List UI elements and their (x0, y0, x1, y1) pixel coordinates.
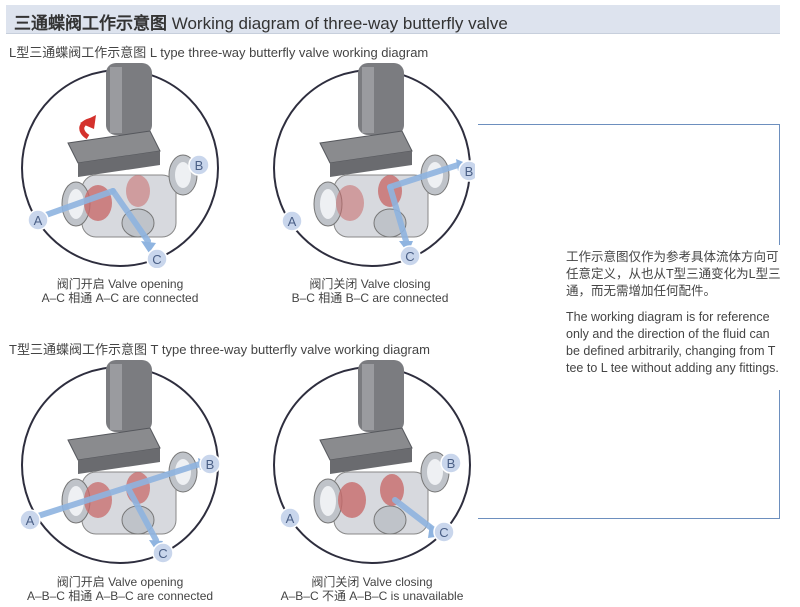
title-bar: 三通蝶阀工作示意图 Working diagram of three-way b… (6, 5, 780, 34)
caption-l-closed: 阀门关闭 Valve closing B–C 相通 B–C are connec… (270, 277, 470, 305)
port-b-label: B (195, 158, 204, 173)
port-c-marker (152, 542, 174, 564)
caption-line-1: 阀门开启 Valve opening (56, 575, 184, 589)
port-c-marker (433, 521, 455, 543)
port-c-label: C (152, 252, 161, 267)
port-a-label: A (26, 513, 35, 528)
valve-diagram-l-open: A B C (21, 63, 219, 268)
port-a-marker (19, 509, 41, 531)
caption-line-2: A–B–C 相通 A–B–C are connected (26, 589, 214, 603)
port-a-label: A (34, 213, 43, 228)
page-title: 三通蝶阀工作示意图 Working diagram of three-way b… (14, 9, 508, 34)
caption-t-closed: 阀门关闭 Valve closing A–B–C 不通 A–B–C is una… (262, 575, 482, 603)
port-b-marker (458, 160, 475, 182)
caption-l-open: 阀门开启 Valve opening A–C 相通 A–C are connec… (20, 277, 220, 305)
port-a-marker (279, 507, 301, 529)
valve-diagram-t-closed: A B C (273, 360, 471, 564)
caption-line-2: B–C 相通 B–C are connected (291, 291, 449, 305)
note-en: The working diagram is for reference onl… (566, 310, 779, 375)
port-b-label: B (206, 457, 215, 472)
title-en: Working diagram of three-way butterfly v… (171, 14, 508, 33)
port-b-marker (440, 452, 462, 474)
note-cn: 工作示意图仅作为参考具体流体方向可任意定义，从也从T型三通变化为L型三通，而无需… (566, 250, 781, 298)
port-b-marker (188, 154, 210, 176)
valve-diagram-l-closed: A B C (273, 63, 475, 267)
caption-line-2: A–C 相通 A–C are connected (41, 291, 199, 305)
port-b-label: B (465, 164, 474, 179)
port-a-label: A (288, 214, 297, 229)
port-a-marker (281, 210, 303, 232)
port-c-marker (399, 245, 421, 267)
port-a-marker (27, 209, 49, 231)
title-cn: 三通蝶阀工作示意图 (14, 14, 167, 33)
valve-diagram-t-open: A B C (19, 360, 221, 564)
port-b-marker (199, 453, 221, 475)
port-c-label: C (158, 546, 167, 561)
caption-line-2: A–B–C 不通 A–B–C is unavailable (280, 589, 464, 603)
caption-line-1: 阀门关闭 Valve closing (311, 575, 433, 589)
port-c-marker (146, 248, 168, 268)
port-c-label: C (439, 525, 448, 540)
caption-line-1: 阀门开启 Valve opening (56, 277, 184, 291)
caption-line-1: 阀门关闭 Valve closing (309, 277, 431, 291)
port-c-label: C (405, 249, 414, 264)
side-note: 工作示意图仅作为参考具体流体方向可任意定义，从也从T型三通变化为L型三通，而无需… (566, 245, 781, 390)
section-heading-t-type: T型三通蝶阀工作示意图 T type three-way butterfly v… (9, 342, 430, 357)
port-b-label: B (447, 456, 456, 471)
caption-t-open: 阀门开启 Valve opening A–B–C 相通 A–B–C are co… (15, 575, 225, 603)
section-heading-l-type: L型三通蝶阀工作示意图 L type three-way butterfly v… (9, 45, 429, 60)
port-a-label: A (286, 511, 295, 526)
